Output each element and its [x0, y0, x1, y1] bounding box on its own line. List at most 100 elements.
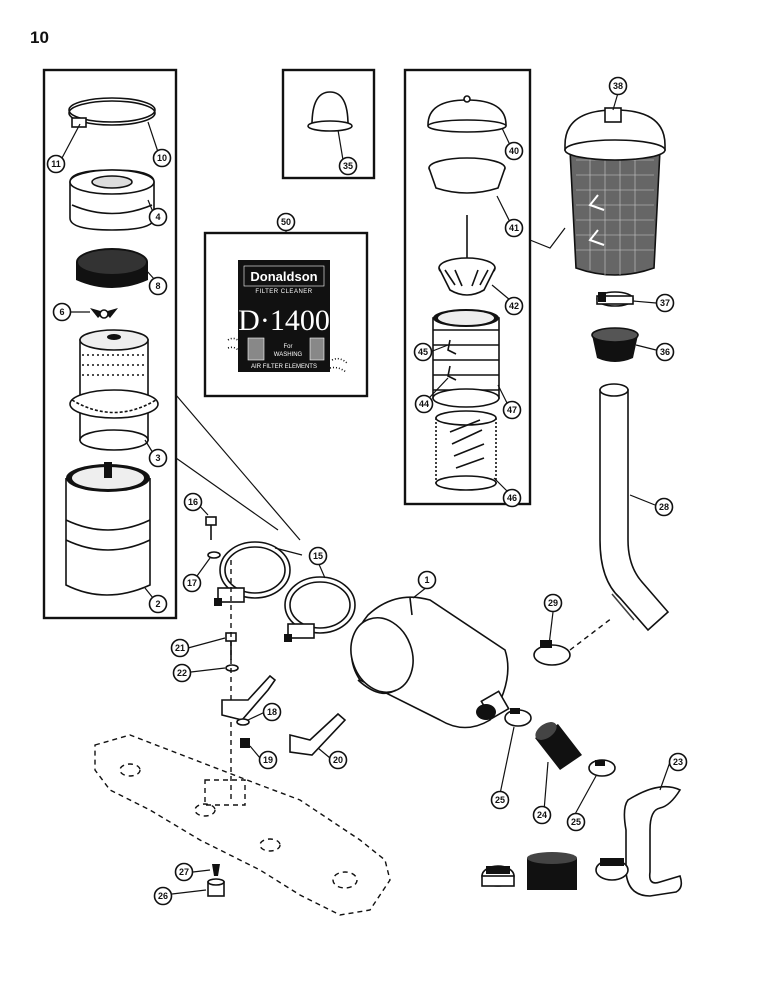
package-brand: Donaldson [250, 269, 317, 284]
page-number: 10 [30, 28, 49, 47]
callout-label: 38 [613, 81, 623, 91]
precleaner-assembly-38 [564, 107, 666, 276]
callout-label: 23 [673, 757, 683, 767]
screen-46 [435, 410, 497, 491]
package-model: D·1400 [238, 304, 330, 337]
washer-17 [207, 551, 221, 559]
callout-18: 18 [262, 702, 282, 722]
callout-label: 50 [281, 217, 291, 227]
fitting-27 [212, 864, 220, 876]
bolt-21 [225, 632, 237, 660]
callout-label: 4 [155, 212, 160, 222]
callout-17: 17 [182, 573, 202, 593]
callout-label: 35 [343, 161, 353, 171]
cover-40 [427, 95, 507, 133]
callout-41: 41 [504, 218, 524, 238]
callout-label: 18 [267, 707, 277, 717]
callout-label: 37 [660, 298, 670, 308]
callout-20: 20 [328, 750, 348, 770]
hose-clamp-25-upper [504, 708, 532, 727]
callout-47: 47 [502, 400, 522, 420]
hose-24-lower [527, 852, 577, 890]
callout-label: 26 [158, 891, 168, 901]
callout-label: 21 [175, 643, 185, 653]
callout-23: 23 [668, 752, 688, 772]
callout-35: 35 [338, 156, 358, 176]
callout-label: 19 [263, 755, 273, 765]
manifold-outline [94, 734, 391, 916]
callout-label: 42 [509, 301, 519, 311]
air-cleaner-1 [350, 596, 510, 729]
callout-label: 3 [155, 453, 160, 463]
fitting-26 [207, 878, 225, 897]
wing-nut-6 [90, 308, 118, 319]
callout-10: 10 [152, 148, 172, 168]
callout-label: 25 [495, 795, 505, 805]
element-44 [432, 309, 500, 408]
callout-28: 28 [654, 497, 674, 517]
package-line-3: AIR FILTER ELEMENTS [251, 364, 317, 370]
mounting-band-15-left [214, 541, 291, 606]
adapter-36 [591, 327, 639, 362]
filter-element-3 [69, 329, 159, 451]
callout-label: 22 [177, 668, 187, 678]
callout-label: 27 [179, 867, 189, 877]
callout-label: 40 [509, 146, 519, 156]
bracket-20 [289, 712, 347, 756]
callout-21: 21 [170, 638, 190, 658]
callout-label: 1 [424, 575, 429, 585]
hose-clamp-25-bottom-right [595, 858, 629, 881]
cleaner-package-50: Donaldson FILTER CLEANER D·1400 For WASH… [227, 260, 349, 373]
hose-clamp-37 [596, 291, 634, 307]
callout-label: 44 [419, 399, 429, 409]
callout-label: 24 [537, 810, 547, 820]
washer-22 [225, 664, 239, 672]
right-kit-box [403, 68, 532, 506]
callout-label: 17 [187, 578, 197, 588]
bowl-41 [428, 157, 506, 194]
leader-lines [61, 92, 671, 895]
band-clamp-10 [68, 97, 156, 128]
cover-4 [69, 169, 155, 231]
nut-19 [240, 738, 250, 748]
callout-16: 16 [183, 492, 203, 512]
callout-29: 29 [543, 593, 563, 613]
callout-44: 44 [414, 394, 434, 414]
callout-label: 2 [155, 599, 160, 609]
inlet-pipe-28 [599, 383, 670, 632]
callout-label: 20 [333, 755, 343, 765]
hose-clamp-29 [533, 640, 571, 666]
callout-24: 24 [532, 805, 552, 825]
callout-label: 6 [59, 307, 64, 317]
callout-50: 50 [276, 212, 296, 232]
callout-label: 25 [571, 817, 581, 827]
callout-3: 3 [148, 448, 168, 468]
callout-25: 25 [490, 790, 510, 810]
callout-38: 38 [608, 76, 628, 96]
callout-label: 15 [313, 551, 323, 561]
cap-35 [307, 91, 353, 132]
callout-label: 46 [507, 493, 517, 503]
mounting-band-15-right [284, 576, 356, 642]
callout-label: 47 [507, 405, 517, 415]
callout-8: 8 [148, 276, 168, 296]
callout-6: 6 [52, 302, 72, 322]
package-line-1: For [284, 344, 293, 350]
callout-27: 27 [174, 862, 194, 882]
callout-label: 11 [51, 159, 61, 169]
callout-40: 40 [504, 141, 524, 161]
left-kit-box [42, 68, 178, 620]
callout-36: 36 [655, 342, 675, 362]
callout-label: 8 [155, 281, 160, 291]
callout-label: 29 [548, 598, 558, 608]
elbow-hose-23 [623, 785, 683, 897]
callout-11: 11 [46, 154, 66, 174]
bowl-2 [65, 462, 151, 596]
hose-clamp-25-bottom-left [481, 865, 515, 887]
seal-8 [76, 248, 148, 288]
callout-19: 19 [258, 750, 278, 770]
hose-24-upper [535, 722, 582, 770]
callout-label: 41 [509, 223, 519, 233]
callout-37: 37 [655, 293, 675, 313]
